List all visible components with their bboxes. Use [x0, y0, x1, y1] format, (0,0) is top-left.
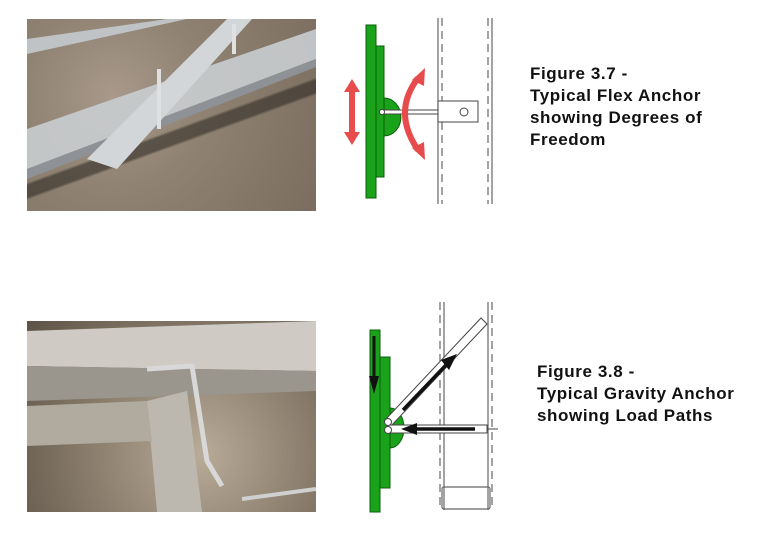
figure-3-8-caption: Figure 3.8 - Typical Gravity Anchor show…	[537, 361, 734, 427]
load-path-arrow-icon	[369, 336, 475, 435]
caption-line: Typical Flex Anchor	[530, 86, 702, 105]
anchor-rod	[379, 100, 479, 123]
caption-line: Typical Gravity Anchor	[537, 384, 735, 403]
gravity-anchor-photo-illustration	[27, 321, 316, 512]
rotation-freedom-arrow-icon	[402, 68, 425, 160]
caption-line: showing Degrees of	[530, 108, 703, 127]
gravity-anchor-diagram	[369, 302, 498, 513]
gravity-anchor-photo	[27, 321, 316, 512]
flex-anchor-photo-illustration	[27, 19, 316, 179]
caption-line: Figure 3.7 -	[530, 64, 628, 83]
flex-anchor-diagram	[344, 18, 493, 204]
vertical-freedom-arrow-icon	[344, 79, 360, 145]
wall-panel-outline	[439, 302, 493, 510]
figure-3-7-caption: Figure 3.7 - Typical Flex Anchor showing…	[530, 63, 702, 151]
caption-line: Freedom	[530, 130, 606, 149]
caption-line: Figure 3.8 -	[537, 362, 635, 381]
caption-line: showing Load Paths	[537, 406, 714, 425]
flex-anchor-photo	[27, 19, 316, 211]
